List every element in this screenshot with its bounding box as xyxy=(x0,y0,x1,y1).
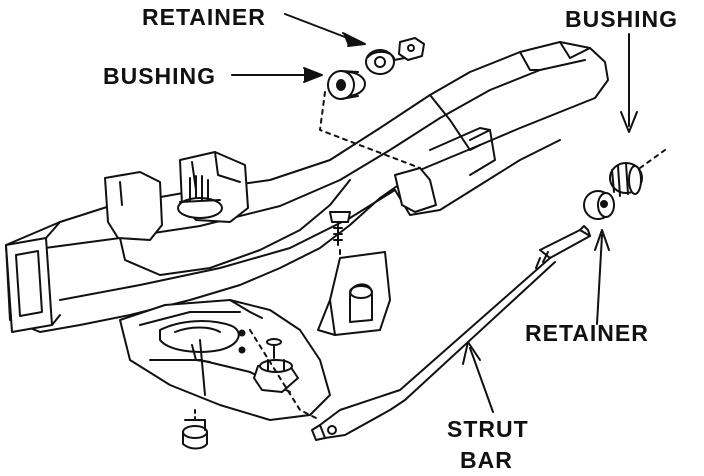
label-bushing-right: BUSHING xyxy=(565,6,679,32)
strut-bracket xyxy=(317,251,391,336)
label-retainer-top: RETAINER xyxy=(142,4,266,30)
top-bushing-group xyxy=(327,37,425,100)
leader-arrows xyxy=(231,13,638,413)
alignment-lines xyxy=(249,91,421,421)
strut-bar-rod xyxy=(311,225,591,441)
label-retainer-right: RETAINER xyxy=(525,320,649,346)
crossmember-brackets xyxy=(104,151,249,241)
right-bushing-group xyxy=(583,149,666,220)
label-strut: STRUT xyxy=(447,416,529,442)
frame-rail xyxy=(5,41,609,333)
lower-nut xyxy=(182,409,208,450)
lower-control-arm xyxy=(119,299,331,421)
rail-end-box xyxy=(5,221,61,333)
label-bushing-left: BUSHING xyxy=(103,63,217,89)
small-pins xyxy=(238,329,246,354)
label-bar: BAR xyxy=(460,447,513,473)
ball-joint xyxy=(253,338,299,393)
